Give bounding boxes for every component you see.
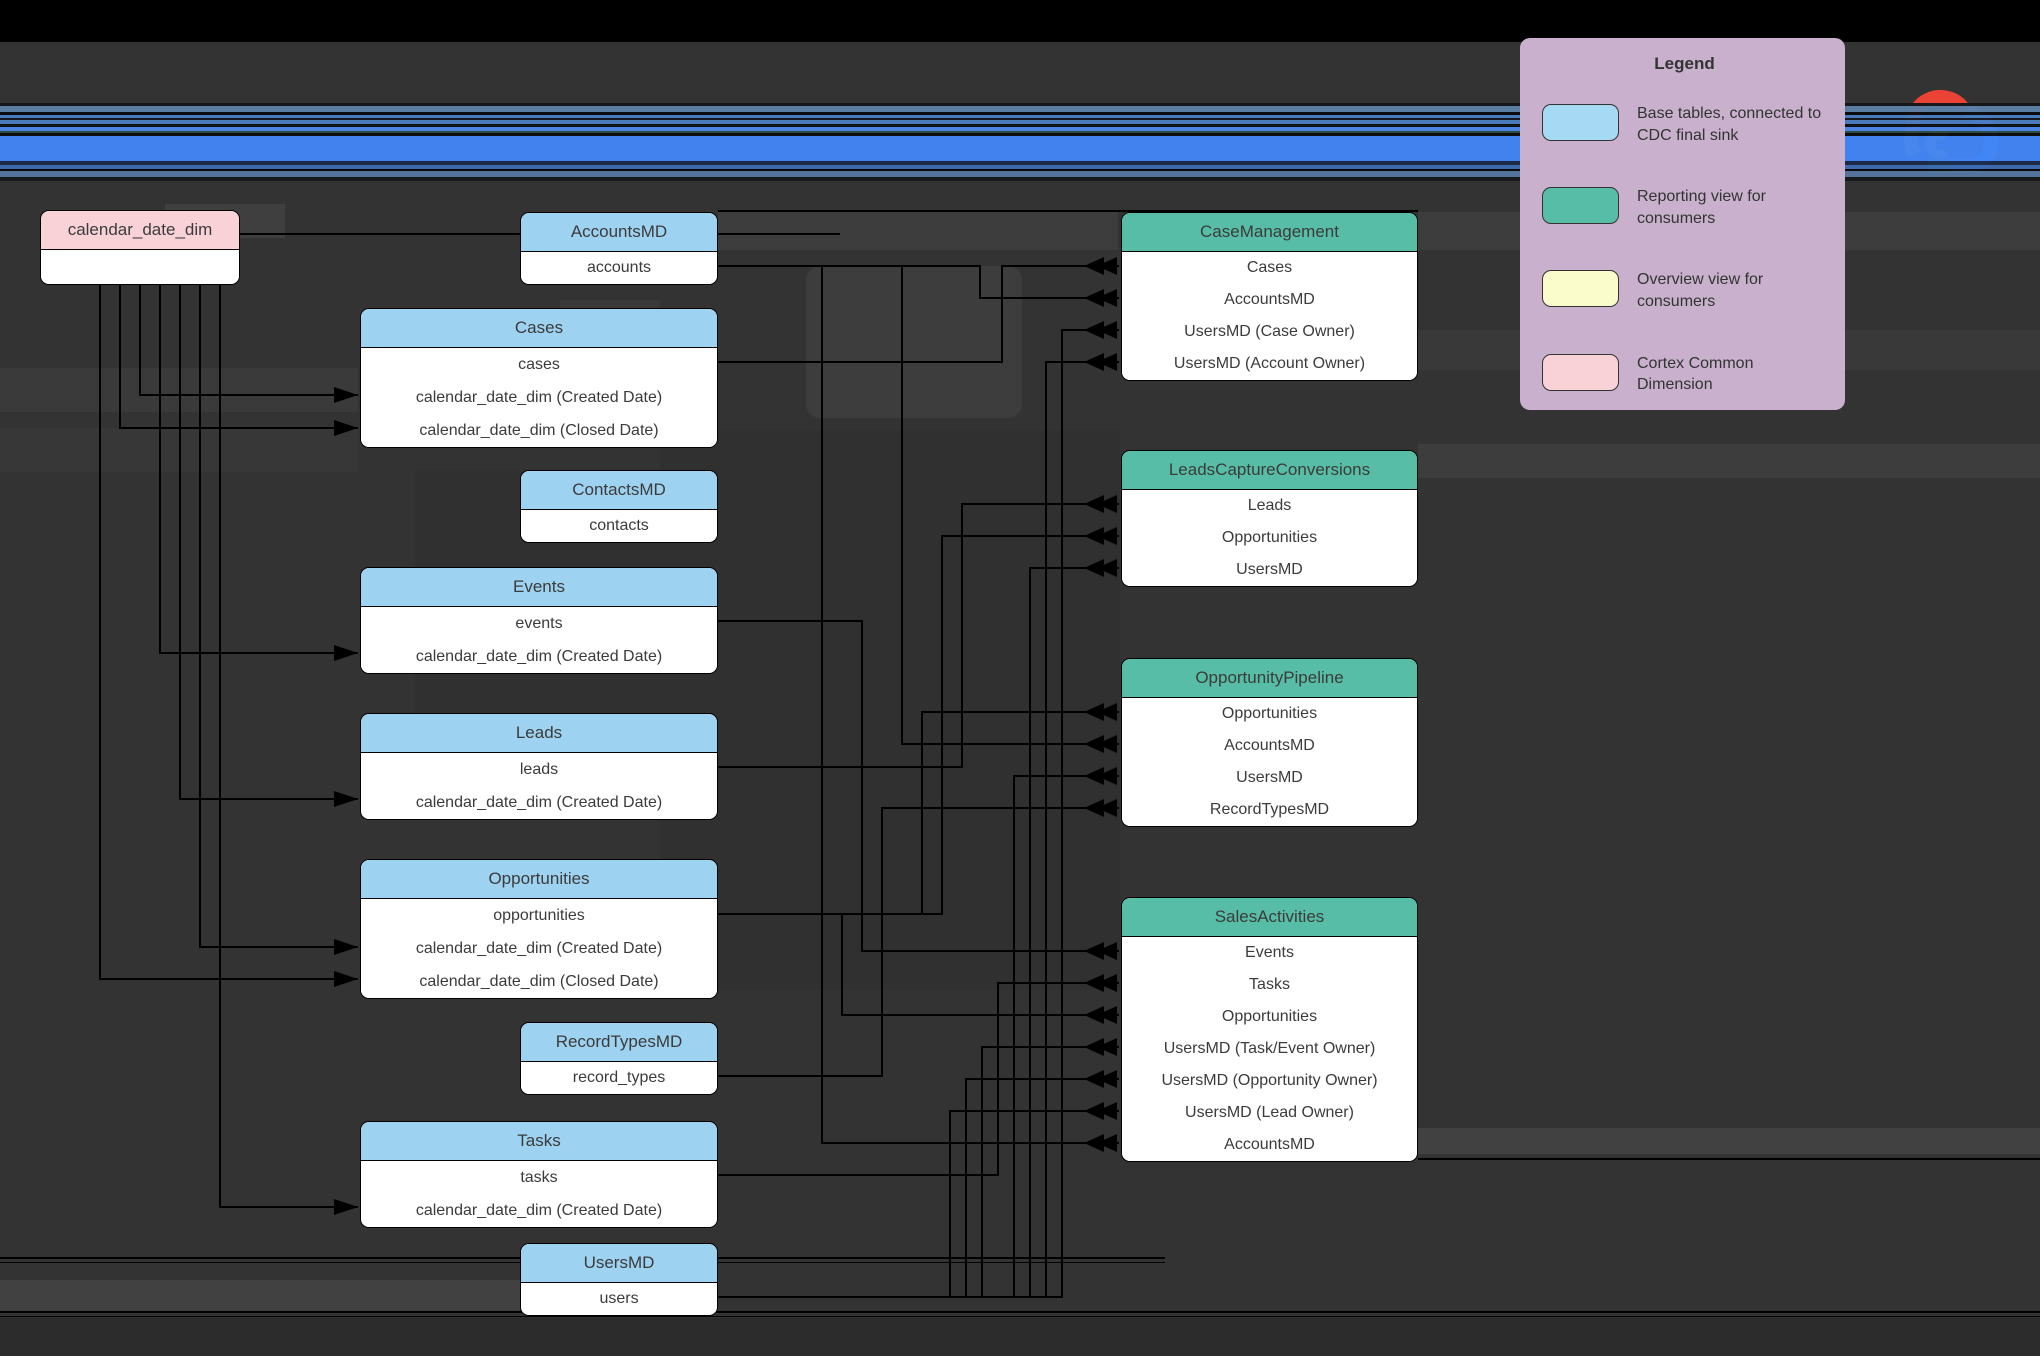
table-row[interactable]: events (361, 607, 717, 640)
top-black-band (0, 0, 2040, 42)
table-calendar-date-dim[interactable]: calendar_date_dim (40, 210, 240, 285)
table-row[interactable]: tasks (361, 1161, 717, 1194)
legend-label: Overview view for consumers (1637, 271, 1764, 310)
legend-item: Base tables, connected to CDC final sink (1542, 104, 1827, 146)
legend-swatch-base-table (1542, 104, 1619, 141)
ghost-band (1418, 1128, 2040, 1154)
hairline (195, 233, 840, 235)
legend-label: Base tables, connected to CDC final sink (1637, 105, 1822, 144)
ghost-band (660, 430, 1120, 990)
view-salesactivities[interactable]: SalesActivities Events Tasks Opportuniti… (1121, 897, 1418, 1162)
hairline (0, 1316, 2040, 1317)
view-casemanagement[interactable]: CaseManagement Cases AccountsMD UsersMD … (1121, 212, 1418, 381)
table-row[interactable]: calendar_date_dim (Closed Date) (361, 965, 717, 998)
table-row[interactable]: UsersMD (Opportunity Owner) (1122, 1065, 1417, 1097)
table-title[interactable]: Leads (361, 714, 717, 753)
legend-label: Reporting view for consumers (1637, 188, 1766, 227)
table-row[interactable]: accounts (521, 252, 717, 284)
table-title[interactable]: RecordTypesMD (521, 1023, 717, 1062)
table-row[interactable]: AccountsMD (1122, 1129, 1417, 1161)
hairline (1418, 1158, 2040, 1160)
table-row[interactable]: calendar_date_dim (Created Date) (361, 1194, 717, 1227)
legend-label: Cortex Common Dimension (1637, 354, 1754, 394)
table-row[interactable]: UsersMD (Account Owner) (1122, 348, 1417, 380)
table-row[interactable]: cases (361, 348, 717, 381)
table-usersmd[interactable]: UsersMD users (520, 1243, 718, 1316)
view-leadscaptureconversions[interactable]: LeadsCaptureConversions Leads Opportunit… (1121, 450, 1418, 587)
hairline (0, 1311, 2040, 1313)
hairline (718, 210, 1418, 212)
table-row[interactable]: calendar_date_dim (Created Date) (361, 932, 717, 965)
table-events[interactable]: Events events calendar_date_dim (Created… (360, 567, 718, 674)
table-row[interactable]: contacts (521, 510, 717, 542)
table-title[interactable]: Events (361, 568, 717, 607)
table-row[interactable]: UsersMD (Task/Event Owner) (1122, 1033, 1417, 1065)
legend-item: Reporting view for consumers (1542, 187, 1827, 229)
table-row[interactable]: Opportunities (1122, 522, 1417, 554)
table-row[interactable]: calendar_date_dim (Created Date) (361, 640, 717, 673)
table-title[interactable]: AccountsMD (521, 213, 717, 252)
view-opportunitypipeline[interactable]: OpportunityPipeline Opportunities Accoun… (1121, 658, 1418, 827)
ghost-band (0, 1318, 2040, 1356)
table-title[interactable]: UsersMD (521, 1244, 717, 1283)
table-row[interactable]: calendar_date_dim (Created Date) (361, 786, 717, 819)
table-cases[interactable]: Cases cases calendar_date_dim (Created D… (360, 308, 718, 448)
legend-swatch-reporting-view (1542, 187, 1619, 225)
table-leads[interactable]: Leads leads calendar_date_dim (Created D… (360, 713, 718, 820)
table-body-empty[interactable] (41, 250, 239, 284)
table-row[interactable]: RecordTypesMD (1122, 794, 1417, 826)
table-title[interactable]: calendar_date_dim (41, 211, 239, 250)
table-row[interactable]: calendar_date_dim (Closed Date) (361, 414, 717, 447)
table-row[interactable]: UsersMD (1122, 762, 1417, 794)
table-row[interactable]: AccountsMD (1122, 730, 1417, 762)
legend-item: Overview view for consumers (1542, 270, 1827, 312)
legend-item: Cortex Common Dimension (1542, 353, 1827, 396)
table-tasks[interactable]: Tasks tasks calendar_date_dim (Created D… (360, 1121, 718, 1228)
table-recordtypesmd[interactable]: RecordTypesMD record_types (520, 1022, 718, 1095)
table-title[interactable]: CaseManagement (1122, 213, 1417, 252)
table-row[interactable]: Opportunities (1122, 698, 1417, 730)
ghost-band (0, 1280, 520, 1312)
table-title[interactable]: Cases (361, 309, 717, 348)
legend-swatch-common-dimension (1542, 353, 1619, 391)
table-row[interactable]: leads (361, 753, 717, 786)
legend-title: Legend (1654, 54, 1715, 73)
table-row[interactable]: users (521, 1283, 717, 1315)
table-row[interactable]: calendar_date_dim (Created Date) (361, 381, 717, 414)
table-row[interactable]: Opportunities (1122, 1001, 1417, 1033)
table-row[interactable]: UsersMD (Case Owner) (1122, 316, 1417, 348)
table-contactsmd[interactable]: ContactsMD contacts (520, 470, 718, 543)
table-row[interactable]: Cases (1122, 252, 1417, 284)
legend-swatch-overview-view (1542, 270, 1619, 308)
legend-panel[interactable]: Legend Base tables, connected to CDC fin… (1520, 38, 1845, 410)
table-row[interactable]: UsersMD (1122, 554, 1417, 586)
ghost-band (718, 212, 1118, 250)
ghost-band (806, 266, 1022, 418)
table-accountsmd[interactable]: AccountsMD accounts (520, 212, 718, 285)
table-title[interactable]: Opportunities (361, 860, 717, 899)
table-title[interactable]: Tasks (361, 1122, 717, 1161)
ghost-band (1418, 444, 2040, 478)
table-title[interactable]: SalesActivities (1122, 898, 1417, 937)
table-row[interactable]: AccountsMD (1122, 284, 1417, 316)
table-opportunities[interactable]: Opportunities opportunities calendar_dat… (360, 859, 718, 999)
table-row[interactable]: Tasks (1122, 969, 1417, 1001)
table-title[interactable]: ContactsMD (521, 471, 717, 510)
table-row[interactable]: record_types (521, 1062, 717, 1094)
table-row[interactable]: Events (1122, 937, 1417, 969)
table-row[interactable]: Leads (1122, 490, 1417, 522)
table-row[interactable]: opportunities (361, 899, 717, 932)
table-row[interactable]: UsersMD (Lead Owner) (1122, 1097, 1417, 1129)
table-title[interactable]: LeadsCaptureConversions (1122, 451, 1417, 490)
table-title[interactable]: OpportunityPipeline (1122, 659, 1417, 698)
